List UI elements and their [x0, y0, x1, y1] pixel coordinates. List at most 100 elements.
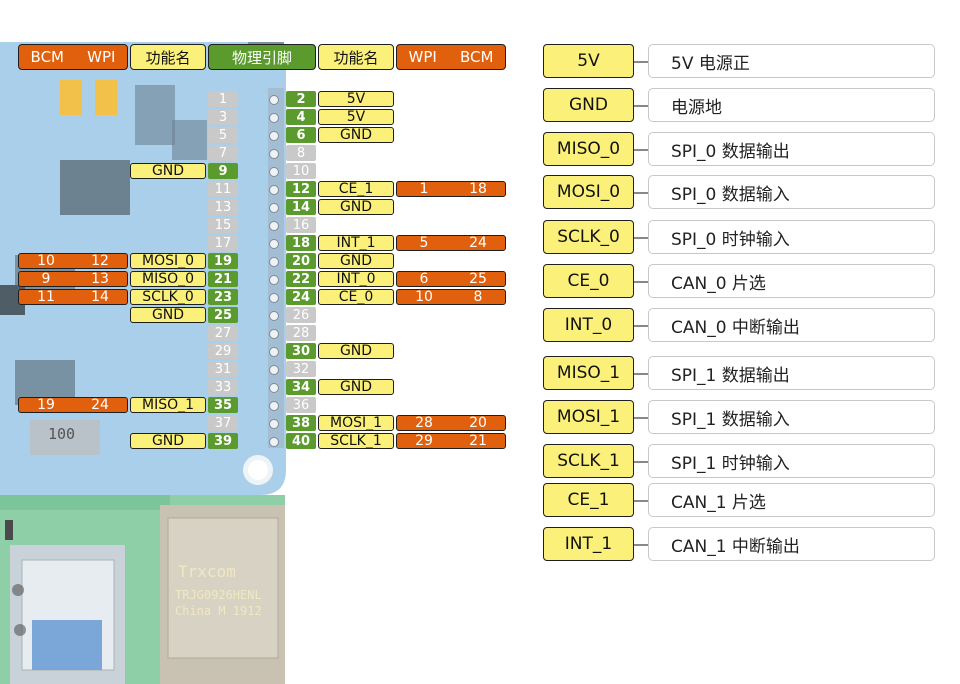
legend-description: SPI_1 数据输出 [648, 356, 935, 390]
chip-label: 100 [48, 425, 76, 443]
legend-connector [634, 281, 648, 283]
left-wpi-value: 14 [91, 289, 109, 305]
left-bcm-value: 10 [37, 253, 55, 269]
left-wpi-value: 13 [91, 271, 109, 287]
legend-description: 5V 电源正 [648, 44, 935, 78]
left-function-label: MOSI_0 [130, 253, 206, 269]
pin-number-left: 9 [208, 163, 238, 179]
header-pad-dot [269, 113, 279, 123]
header-right-bcm: BCM [459, 48, 494, 66]
right-function-label: GND [318, 343, 394, 359]
legend-description: 电源地 [648, 88, 935, 122]
header-pad-dot [269, 293, 279, 303]
pin-number-right: 28 [286, 325, 316, 341]
right-wpi-value: 10 [415, 289, 433, 305]
legend-connector [634, 325, 648, 327]
pin-number-left: 3 [208, 109, 238, 125]
pin-number-left: 17 [208, 235, 238, 251]
pin-number-left: 7 [208, 145, 238, 161]
right-function-label: GND [318, 253, 394, 269]
legend-connector [634, 237, 648, 239]
right-wpi-value: 28 [415, 415, 433, 431]
right-function-label: INT_1 [318, 235, 394, 251]
legend-function-name: MISO_1 [543, 356, 634, 390]
pin-number-left: 11 [208, 181, 238, 197]
header-left-bcm: BCM [30, 48, 64, 66]
right-function-label: 5V [318, 91, 394, 107]
legend-connector [634, 500, 648, 502]
header-pad-dot [269, 257, 279, 267]
legend-function-name: CE_0 [543, 264, 634, 298]
header-pad-dot [269, 149, 279, 159]
legend-connector [634, 149, 648, 151]
right-wpi-value: 29 [415, 433, 433, 449]
pin-number-right: 6 [286, 127, 316, 143]
right-bcm-value: 24 [469, 235, 487, 251]
right-wpi-value: 6 [419, 271, 429, 287]
pin-number-right: 4 [286, 109, 316, 125]
right-function-label: MOSI_1 [318, 415, 394, 431]
pin-number-right: 14 [286, 199, 316, 215]
legend-function-name: 5V [543, 44, 634, 78]
right-wpi-bcm-label: 5 24 [396, 235, 506, 251]
header-pad-dot [269, 131, 279, 141]
pin-number-left: 19 [208, 253, 238, 269]
legend-description: SPI_1 时钟输入 [648, 444, 935, 478]
legend-function-name: SCLK_0 [543, 220, 634, 254]
left-bcm-value: 11 [37, 289, 55, 305]
left-function-label: GND [130, 433, 206, 449]
pin-number-left: 35 [208, 397, 238, 413]
ethernet-brand: Trxcom [178, 562, 236, 581]
left-bcm-value: 19 [37, 397, 55, 413]
legend-connector [634, 192, 648, 194]
pin-number-right: 26 [286, 307, 316, 323]
header-pad-dot [269, 167, 279, 177]
right-wpi-bcm-label: 29 21 [396, 433, 506, 449]
header-pad-dot [269, 401, 279, 411]
pin-number-right: 8 [286, 145, 316, 161]
legend-connector [634, 417, 648, 419]
left-function-label: MISO_1 [130, 397, 206, 413]
left-function-label: SCLK_0 [130, 289, 206, 305]
legend-connector [634, 105, 648, 107]
pin-number-left: 25 [208, 307, 238, 323]
pin-number-left: 27 [208, 325, 238, 341]
pin-number-right: 10 [286, 163, 316, 179]
header-pad-dot [269, 419, 279, 429]
header-right-wpi: WPI [408, 48, 437, 66]
legend-function-name: MOSI_0 [543, 175, 634, 209]
pin-number-right: 18 [286, 235, 316, 251]
left-bcm-value: 9 [41, 271, 51, 287]
legend-function-name: CE_1 [543, 483, 634, 517]
header-pad-dot [269, 239, 279, 249]
pin-number-right: 16 [286, 217, 316, 233]
legend-connector [634, 461, 648, 463]
legend-function-name: MOSI_1 [543, 400, 634, 434]
right-function-label: GND [318, 199, 394, 215]
legend-description: SPI_0 数据输出 [648, 132, 935, 166]
right-function-label: INT_0 [318, 271, 394, 287]
left-function-label: GND [130, 307, 206, 323]
legend-description: CAN_1 中断输出 [648, 527, 935, 561]
right-bcm-value: 20 [469, 415, 487, 431]
legend-description: SPI_1 数据输入 [648, 400, 935, 434]
header-pad-dot [269, 203, 279, 213]
right-bcm-value: 21 [469, 433, 487, 449]
pin-number-right: 24 [286, 289, 316, 305]
left-function-label: MISO_0 [130, 271, 206, 287]
legend-description: CAN_1 片选 [648, 483, 935, 517]
left-wpi-value: 24 [91, 397, 109, 413]
header-pad-dot [269, 437, 279, 447]
header-physical-pins: 物理引脚 [208, 44, 316, 70]
header-pad-dot [269, 275, 279, 285]
left-wpi-value: 12 [91, 253, 109, 269]
pin-number-left: 21 [208, 271, 238, 287]
header-pad-dot [269, 185, 279, 195]
pin-number-left: 39 [208, 433, 238, 449]
pin-number-left: 33 [208, 379, 238, 395]
pin-number-left: 13 [208, 199, 238, 215]
right-wpi-value: 5 [419, 235, 429, 251]
pin-number-right: 2 [286, 91, 316, 107]
